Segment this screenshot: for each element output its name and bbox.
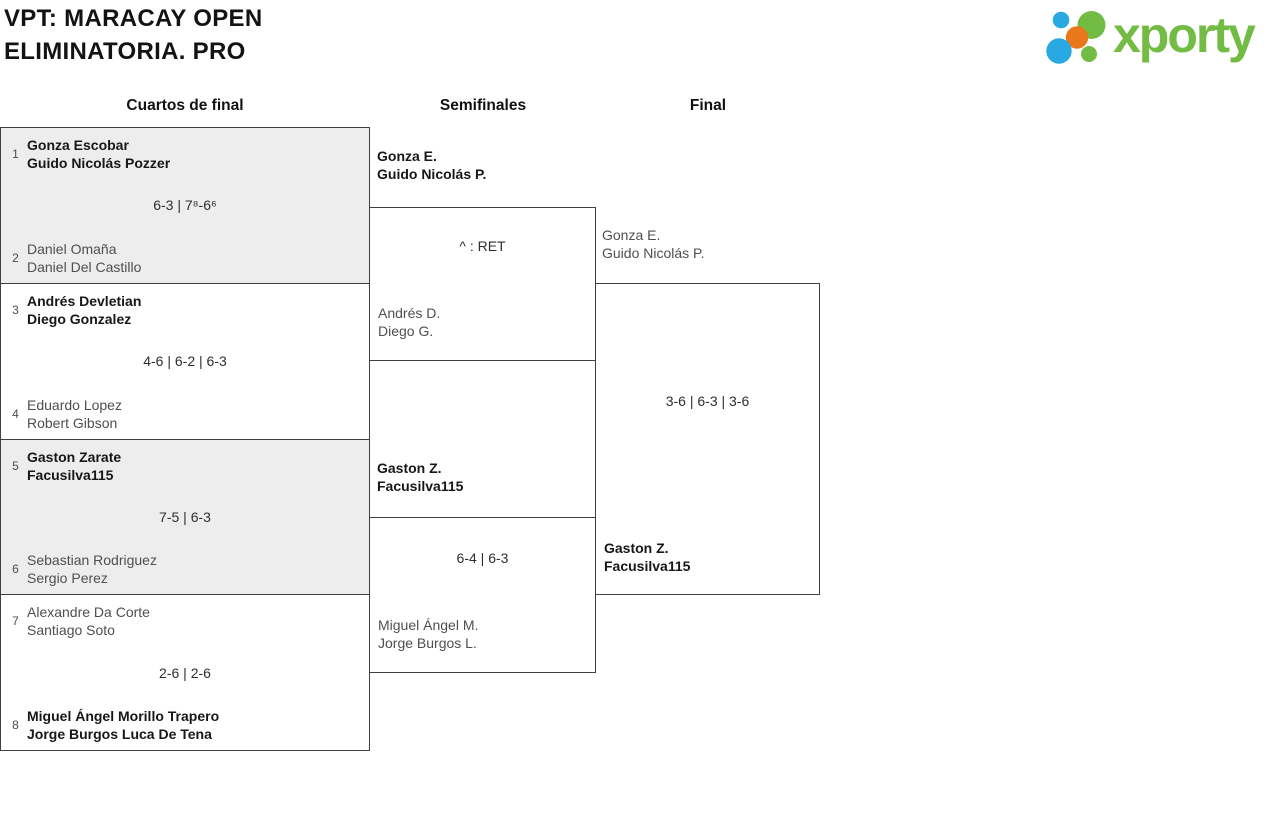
team-names: Gonza Escobar Guido Nicolás Pozzer bbox=[27, 137, 171, 171]
qf-match-2: 3 Andrés Devletian Diego Gonzalez 4-6 | … bbox=[1, 284, 369, 440]
logo-wordmark: xporty bbox=[1113, 7, 1256, 63]
round-header-semifinals: Semifinales bbox=[439, 97, 527, 114]
sf1-top-team-label: Gonza E. Guido Nicolás P. bbox=[377, 148, 487, 182]
tournament-title-line2: ELIMINATORIA. PRO bbox=[4, 38, 246, 65]
team-pair: 6 Sebastian Rodriguez Sergio Perez bbox=[9, 551, 157, 587]
final-winner-team-label: Gaston Z. Facusilva115 bbox=[604, 540, 691, 574]
sf2-score: 6-4 | 6-3 bbox=[456, 550, 509, 566]
team-pair: 2 Daniel Omaña Daniel Del Castillo bbox=[9, 240, 141, 276]
team-names: Daniel Omaña Daniel Del Castillo bbox=[27, 240, 142, 275]
match-score: 7-5 | 6-3 bbox=[159, 508, 211, 525]
tournament-title-line1: VPT: MARACAY OPEN bbox=[4, 5, 263, 32]
seed-number: 7 bbox=[12, 614, 19, 629]
final-score: 3-6 | 6-3 | 3-6 bbox=[665, 393, 750, 409]
qf-match-4: 7 Alexandre Da Corte Santiago Soto 2-6 |… bbox=[1, 595, 369, 750]
team-names: Andrés Devletian Diego Gonzalez bbox=[27, 292, 142, 327]
sf1-bottom-team-label: Andrés D. Diego G. bbox=[378, 305, 441, 339]
team-names: Eduardo Lopez Robert Gibson bbox=[27, 396, 122, 431]
qf-match-3: 5 Gaston Zarate Facusilva115 7-5 | 6-3 6… bbox=[1, 439, 369, 596]
team-pair: 5 Gaston Zarate Facusilva115 bbox=[9, 448, 121, 484]
match-score: 2-6 | 2-6 bbox=[159, 664, 211, 681]
team-names: Sebastian Rodriguez Sergio Perez bbox=[27, 552, 157, 587]
seed-number: 1 bbox=[12, 147, 19, 161]
final-top-team-label: Gonza E. Guido Nicolás P. bbox=[602, 227, 705, 261]
match-score: 4-6 | 6-2 | 6-3 bbox=[143, 353, 227, 370]
sf1-match-box: ^ : RET Andrés D. Diego G. bbox=[369, 207, 596, 361]
final-match-box: 3-6 | 6-3 | 3-6 Gaston Z. Facusilva115 bbox=[595, 283, 820, 595]
team-pair: 8 Miguel Ángel Morillo Trapero Jorge Bur… bbox=[9, 707, 219, 743]
sf2-top-team-label: Gaston Z. Facusilva115 bbox=[377, 460, 464, 494]
sf2-match-box: 6-4 | 6-3 Miguel Ángel M. Jorge Burgos L… bbox=[369, 517, 596, 673]
round-header-quarterfinals: Cuartos de final bbox=[126, 97, 244, 114]
team-pair: 7 Alexandre Da Corte Santiago Soto bbox=[9, 603, 150, 639]
quarterfinals-column: 1 Gonza Escobar Guido Nicolás Pozzer 6-3… bbox=[0, 127, 370, 751]
seed-number: 3 bbox=[12, 302, 19, 317]
tournament-title: VPT: MARACAY OPEN ELIMINATORIA. PRO bbox=[4, 2, 262, 68]
team-pair: 1 Gonza Escobar Guido Nicolás Pozzer bbox=[9, 136, 170, 172]
match-score: 6-3 | 7⁸-6⁶ bbox=[153, 197, 217, 214]
team-pair: 4 Eduardo Lopez Robert Gibson bbox=[9, 396, 122, 432]
sf1-score: ^ : RET bbox=[459, 238, 506, 254]
seed-number: 6 bbox=[12, 562, 19, 577]
xporty-logo[interactable]: xporty bbox=[1046, 4, 1256, 66]
team-pair: 3 Andrés Devletian Diego Gonzalez bbox=[9, 292, 141, 328]
team-names: Miguel Ángel Morillo Trapero Jorge Burgo… bbox=[27, 708, 220, 742]
sf2-bottom-team-label: Miguel Ángel M. Jorge Burgos L. bbox=[378, 617, 479, 651]
qf-match-1: 1 Gonza Escobar Guido Nicolás Pozzer 6-3… bbox=[1, 128, 369, 284]
seed-number: 4 bbox=[12, 406, 19, 421]
logo-dots-icon bbox=[1046, 11, 1106, 64]
seed-number: 2 bbox=[12, 250, 19, 265]
team-names: Alexandre Da Corte Santiago Soto bbox=[27, 604, 150, 639]
seed-number: 8 bbox=[12, 718, 19, 732]
round-header-final: Final bbox=[689, 97, 727, 114]
team-names: Gaston Zarate Facusilva115 bbox=[27, 448, 122, 483]
seed-number: 5 bbox=[12, 458, 19, 473]
